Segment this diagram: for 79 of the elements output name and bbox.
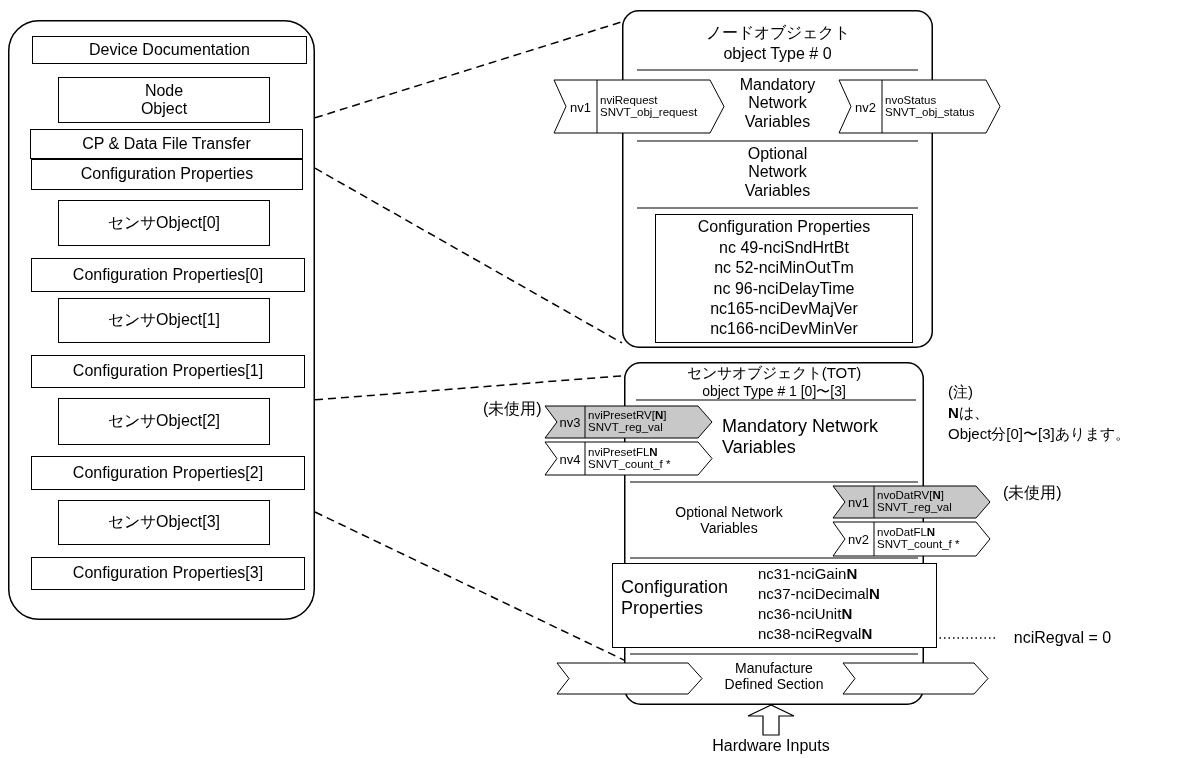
box-label: nc38-nciRegvalN	[758, 625, 873, 643]
note-label: Hardware Inputs	[712, 736, 830, 756]
variable-tag	[554, 80, 724, 133]
object-box	[31, 355, 305, 388]
leader-line	[936, 637, 996, 639]
variable-tag	[839, 80, 1000, 133]
box-label: Optional Network Variables	[674, 504, 784, 537]
block-arrow	[747, 704, 795, 736]
section-heading: object Type # 1 [0]〜[3]	[702, 383, 846, 400]
dashed-line	[314, 511, 625, 661]
object-box	[58, 500, 270, 545]
variable-tag	[833, 486, 990, 518]
box-label: センサObject[1]	[108, 311, 220, 330]
chevron-shape	[843, 663, 988, 694]
box-label: Mandatory Network Variables	[722, 416, 880, 458]
box-label: Configuration Properties	[697, 217, 871, 238]
property-box	[612, 563, 937, 648]
status-note: (未使用)	[483, 400, 542, 419]
variable-name: nviPresetFLN SNVT_count_f *	[588, 445, 672, 470]
box-label: Device Documentation	[89, 40, 250, 60]
section-heading: nc31-nciGainN	[758, 565, 858, 583]
variable-name: nvoDatRV[N] SNVT_reg_val	[877, 488, 953, 514]
note-text: Object分[0]〜[3]あります。	[948, 425, 1130, 443]
box-label: Configuration Properties[1]	[72, 362, 264, 381]
variable-name: nviRequest SNVT_obj_request	[600, 93, 699, 118]
object-box	[58, 398, 270, 445]
variable-number: nv2	[855, 100, 876, 115]
object-box	[58, 200, 270, 246]
property-box	[655, 214, 913, 343]
object-box	[31, 258, 305, 292]
note-label: nciRegval = 0	[1013, 628, 1112, 648]
variable-tag	[833, 522, 990, 556]
section-heading: Configuration Properties	[621, 577, 730, 619]
variable-number: nv2	[848, 533, 869, 547]
object-box	[30, 129, 303, 159]
object-box	[31, 159, 303, 190]
object-box	[31, 557, 305, 590]
box-label: nc 96-nciDelayTime	[713, 278, 855, 299]
variable-name: nvoDatFLN SNVT_count_f *	[877, 525, 961, 551]
object-box	[58, 77, 270, 123]
variable-number: nv1	[848, 496, 869, 510]
variable-name: nvoStatus SNVT_obj_status	[885, 93, 976, 118]
box-label: nc36-nciUnitN	[758, 605, 853, 623]
variable-tag	[545, 442, 712, 475]
box-label: nc37-nciDecimalN	[758, 585, 880, 603]
box-label: Node Object	[139, 81, 189, 119]
box-label: センサObject[0]	[108, 213, 220, 233]
dashed-line	[314, 21, 623, 119]
object-box	[32, 36, 307, 64]
object-box	[58, 298, 270, 343]
note-text: Nは、	[948, 404, 989, 422]
box-label: nc166-nciDevMinVer	[710, 319, 858, 340]
section-heading: ノードオブジェクト	[705, 24, 850, 43]
box-label: nc 52-nciMinOutTm	[714, 258, 854, 279]
object-box	[31, 456, 305, 490]
chevron-shape	[557, 663, 702, 694]
box-label: nc165-nciDevMajVer	[710, 298, 858, 319]
box-label: Mandatory Network Variables	[738, 76, 817, 132]
dashed-line	[314, 167, 623, 344]
note-text: (注)	[948, 383, 973, 401]
box-label: Configuration Properties[0]	[72, 265, 264, 285]
status-note: (未使用)	[1003, 484, 1062, 503]
variable-tag	[545, 406, 712, 438]
variable-name: nviPresetRV[N] SNVT_reg_val	[588, 408, 668, 434]
variable-number: nv3	[559, 416, 581, 430]
box-label: Configuration Properties[2]	[72, 463, 264, 483]
box-label: Configuration Properties	[80, 165, 254, 184]
box-label: センサObject[2]	[108, 412, 220, 431]
variable-number: nv4	[559, 452, 581, 467]
box-label: CP & Data File Transfer	[82, 134, 251, 154]
device-panel	[8, 20, 315, 620]
box-label: Optional Network Variables	[743, 145, 812, 201]
box-label: Configuration Properties[3]	[72, 564, 264, 583]
variable-number: nv1	[570, 100, 591, 115]
box-label: センサObject[3]	[108, 513, 220, 532]
box-label: nc 49-nciSndHrtBt	[719, 237, 849, 258]
box-label: Manufacture Defined Section	[723, 660, 825, 693]
section-heading: センサオブジェクト(TOT)	[686, 364, 862, 382]
section-heading: object Type # 0	[723, 45, 832, 64]
